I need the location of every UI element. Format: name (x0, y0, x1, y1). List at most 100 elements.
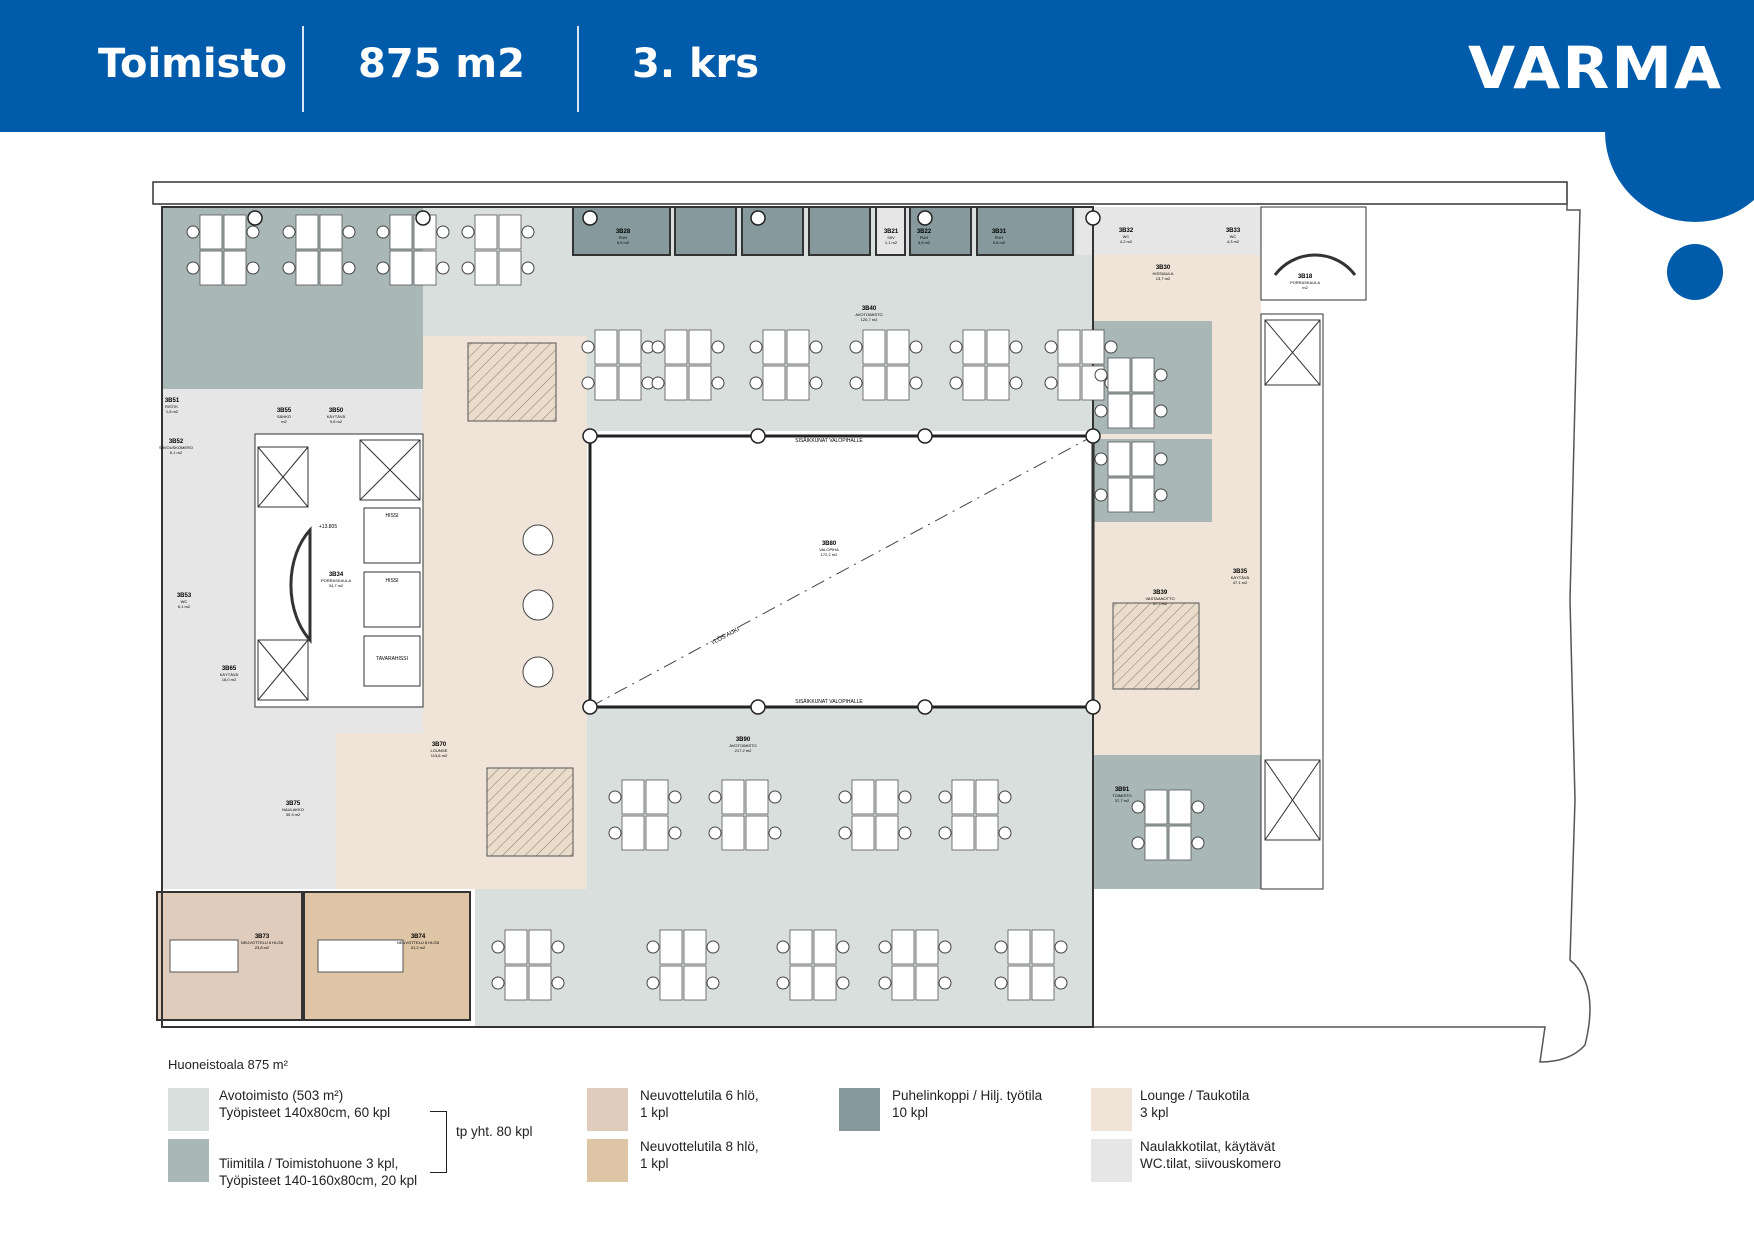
room-id: 3B80 (822, 541, 837, 547)
chair (651, 376, 665, 390)
desk (1031, 965, 1055, 1001)
column (1085, 699, 1101, 715)
chair (706, 976, 720, 990)
column (582, 428, 598, 444)
desk (389, 250, 413, 286)
phone-booth (875, 206, 906, 256)
column (1085, 210, 1101, 226)
chair (878, 976, 892, 990)
room-name: AVOTOIMISTO (855, 312, 882, 317)
desk (891, 965, 915, 1001)
room-id: 3B91 (1115, 787, 1130, 793)
room-name: KÄYTÄVÄ (1231, 575, 1250, 580)
room-name: NEUVOTTELU 8 HLÖÄ (397, 940, 440, 945)
desk (1081, 329, 1105, 365)
room-area: 120,7 m2 (861, 317, 878, 322)
legend-swatch (587, 1088, 628, 1131)
room-id: 3B32 (1119, 228, 1134, 234)
desk (199, 214, 223, 250)
chair (776, 976, 790, 990)
room-name: PORRASKAULA (1290, 280, 1320, 285)
desk (474, 250, 498, 286)
desk (1144, 789, 1168, 825)
chair (836, 976, 850, 990)
chair (938, 790, 952, 804)
desk (474, 214, 498, 250)
desk-cluster (1094, 441, 1168, 513)
header-overlay: VARMA (0, 0, 1754, 132)
room-id: 3B74 (411, 934, 426, 940)
legend-line: 3 kpl (1140, 1105, 1169, 1120)
chair (521, 225, 535, 239)
desk (951, 779, 975, 815)
rug (1112, 602, 1200, 690)
desk (528, 929, 552, 965)
lift-label: HISSI (385, 513, 398, 519)
desk (721, 815, 745, 851)
phone-booth (674, 206, 737, 256)
chair (809, 376, 823, 390)
room-area: 13,7 m2 (1156, 276, 1171, 281)
room-id: 3B33 (1226, 228, 1241, 234)
chair (646, 940, 660, 954)
chair (436, 261, 450, 275)
chair (246, 225, 260, 239)
chair (909, 340, 923, 354)
legend-line: Työpisteet 140x80cm, 60 kpl (219, 1105, 391, 1120)
desk (659, 929, 683, 965)
desk (618, 365, 642, 401)
room-area: 37,7 m2 (1153, 601, 1168, 606)
chair (898, 826, 912, 840)
desk (319, 214, 343, 250)
room-name: AVOTOIMISTO (729, 743, 756, 748)
room-id: 3B28 (616, 229, 631, 235)
phone-booth (741, 206, 804, 256)
chair (711, 340, 725, 354)
chair (342, 261, 356, 275)
room-area: 18,0 m2 (222, 677, 237, 682)
desk (915, 929, 939, 965)
desk (223, 250, 247, 286)
chair (1009, 376, 1023, 390)
chair (282, 261, 296, 275)
chair (1154, 488, 1168, 502)
chair (938, 940, 952, 954)
chair (749, 376, 763, 390)
legend-line: 10 kpl (892, 1105, 929, 1120)
stair-core (254, 433, 424, 708)
desk (986, 329, 1010, 365)
desk (1107, 477, 1131, 513)
column (1085, 428, 1101, 444)
room-area: 37,7 m2 (1115, 798, 1130, 803)
desk (1107, 393, 1131, 429)
legend-line: 1 kpl (640, 1105, 669, 1120)
desk (389, 214, 413, 250)
desk (594, 365, 618, 401)
chair (436, 225, 450, 239)
desk (688, 329, 712, 365)
room-name: PUH (619, 235, 628, 240)
legend-line: Tiimitila / Toimistohuone 3 kpl, (219, 1156, 399, 1171)
desk (504, 929, 528, 965)
chair (608, 790, 622, 804)
desk (786, 329, 810, 365)
desk (789, 929, 813, 965)
legend-total: tp yht. 80 kpl (456, 1124, 533, 1139)
chair (1154, 404, 1168, 418)
room-area: 47,1 m2 (1233, 580, 1248, 585)
desk-cluster (581, 329, 655, 401)
desk (504, 965, 528, 1001)
room-id: 3B75 (286, 801, 301, 807)
glass-note: SISÄIKKUNAT VALOPIHALLE (795, 698, 863, 705)
desk (886, 365, 910, 401)
chair (768, 826, 782, 840)
